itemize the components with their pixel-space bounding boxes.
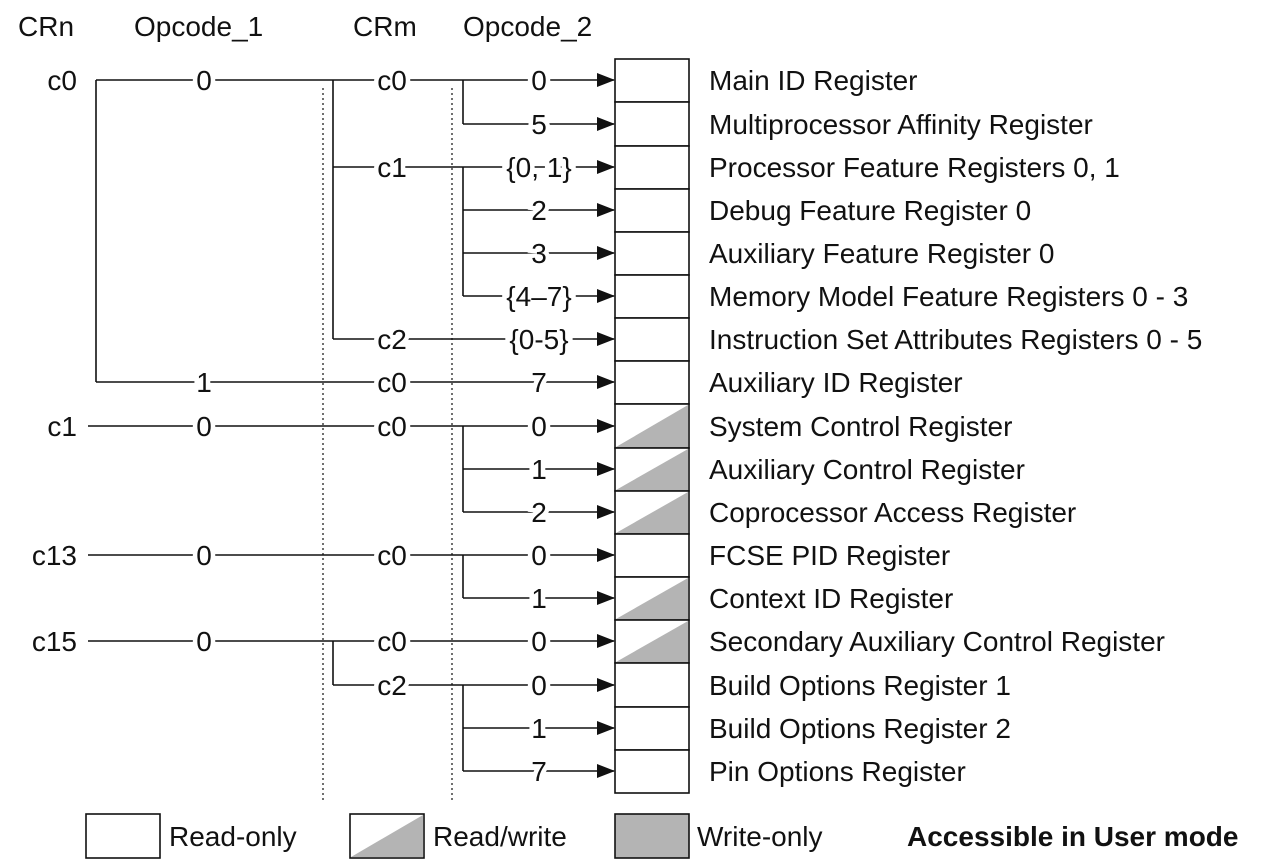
opcode2-label: {4–7} [506,281,571,312]
register-box [614,188,690,233]
crm-label: c0 [377,626,407,657]
legend-read-write-label: Read/write [433,821,567,852]
read-write-shade [616,405,688,447]
crn-label: c13 [32,540,77,571]
crm-label: c1 [377,152,407,183]
opcode2-label: 3 [531,238,547,269]
opcode2-label: 2 [531,497,547,528]
crm-label: c0 [377,540,407,571]
legend-read-write-shade [351,815,423,857]
register-box [614,274,690,319]
register-name: Build Options Register 1 [709,670,1011,701]
register-name: Auxiliary Feature Register 0 [709,238,1054,269]
legend-write-only-label: Write-only [697,821,823,852]
register-box [614,145,690,190]
register-name: Processor Feature Registers 0, 1 [709,152,1120,183]
register-box [614,58,690,103]
crm-label: c2 [377,324,407,355]
register-name: System Control Register [709,411,1012,442]
register-box [614,533,690,578]
register-name: Auxiliary Control Register [709,454,1025,485]
register-name: Instruction Set Attributes Registers 0 -… [709,324,1202,355]
opcode2-label: 7 [531,367,547,398]
register-name: Auxiliary ID Register [709,367,963,398]
legend: Read-only Read/write Write-only Accessib… [85,813,1238,859]
opcode1-label: 0 [196,65,212,96]
register-name: Memory Model Feature Registers 0 - 3 [709,281,1188,312]
opcode2-label: 0 [531,670,547,701]
crn-label: c15 [32,626,77,657]
header-opcode2: Opcode_2 [463,11,592,42]
legend-title: Accessible in User mode [907,821,1238,852]
opcode2-label: 1 [531,713,547,744]
register-name: Debug Feature Register 0 [709,195,1031,226]
crm-label: c0 [377,367,407,398]
read-write-shade [616,621,688,662]
header-crm: CRm [353,11,417,42]
register-name: Main ID Register [709,65,918,96]
legend-read-only-swatch [85,813,161,859]
register-name: Coprocessor Access Register [709,497,1076,528]
opcode2-label: 5 [531,109,547,140]
register-box [614,360,690,405]
register-box [614,749,690,794]
connector-lines [88,73,615,778]
register-box [614,231,690,276]
register-name: Build Options Register 2 [709,713,1011,744]
opcode2-label: 7 [531,756,547,787]
register-box [614,317,690,362]
legend-write-only-swatch [614,813,690,859]
register-boxes [614,58,690,794]
opcode2-label: 0 [531,65,547,96]
register-box [614,101,690,147]
opcode2-label: 2 [531,195,547,226]
opcode2-label: 0 [531,626,547,657]
opcode2-label: 0 [531,411,547,442]
register-box [614,662,690,708]
opcode2-label: 0 [531,540,547,571]
read-write-shade [616,449,688,490]
register-name: Multiprocessor Affinity Register [709,109,1093,140]
read-write-shade [616,578,688,619]
crn-label: c0 [47,65,77,96]
register-box [614,706,690,751]
register-name: FCSE PID Register [709,540,950,571]
legend-read-only-label: Read-only [169,821,297,852]
register-name: Context ID Register [709,583,953,614]
opcode2-label: {0-5} [509,324,568,355]
opcode2-label: 1 [531,454,547,485]
crn-label: c1 [47,411,77,442]
register-name: Secondary Auxiliary Control Register [709,626,1165,657]
opcode1-label: 0 [196,411,212,442]
opcode1-label: 1 [196,367,212,398]
header-crn: CRn [18,11,74,42]
opcode1-label: 0 [196,626,212,657]
crm-label: c0 [377,65,407,96]
header-opcode1: Opcode_1 [134,11,263,42]
opcode1-label: 0 [196,540,212,571]
crm-label: c0 [377,411,407,442]
read-write-shade [616,492,688,533]
register-name: Pin Options Register [709,756,966,787]
opcode2-label: 1 [531,583,547,614]
crm-label: c2 [377,670,407,701]
opcode2-label: {0, 1} [506,152,571,183]
